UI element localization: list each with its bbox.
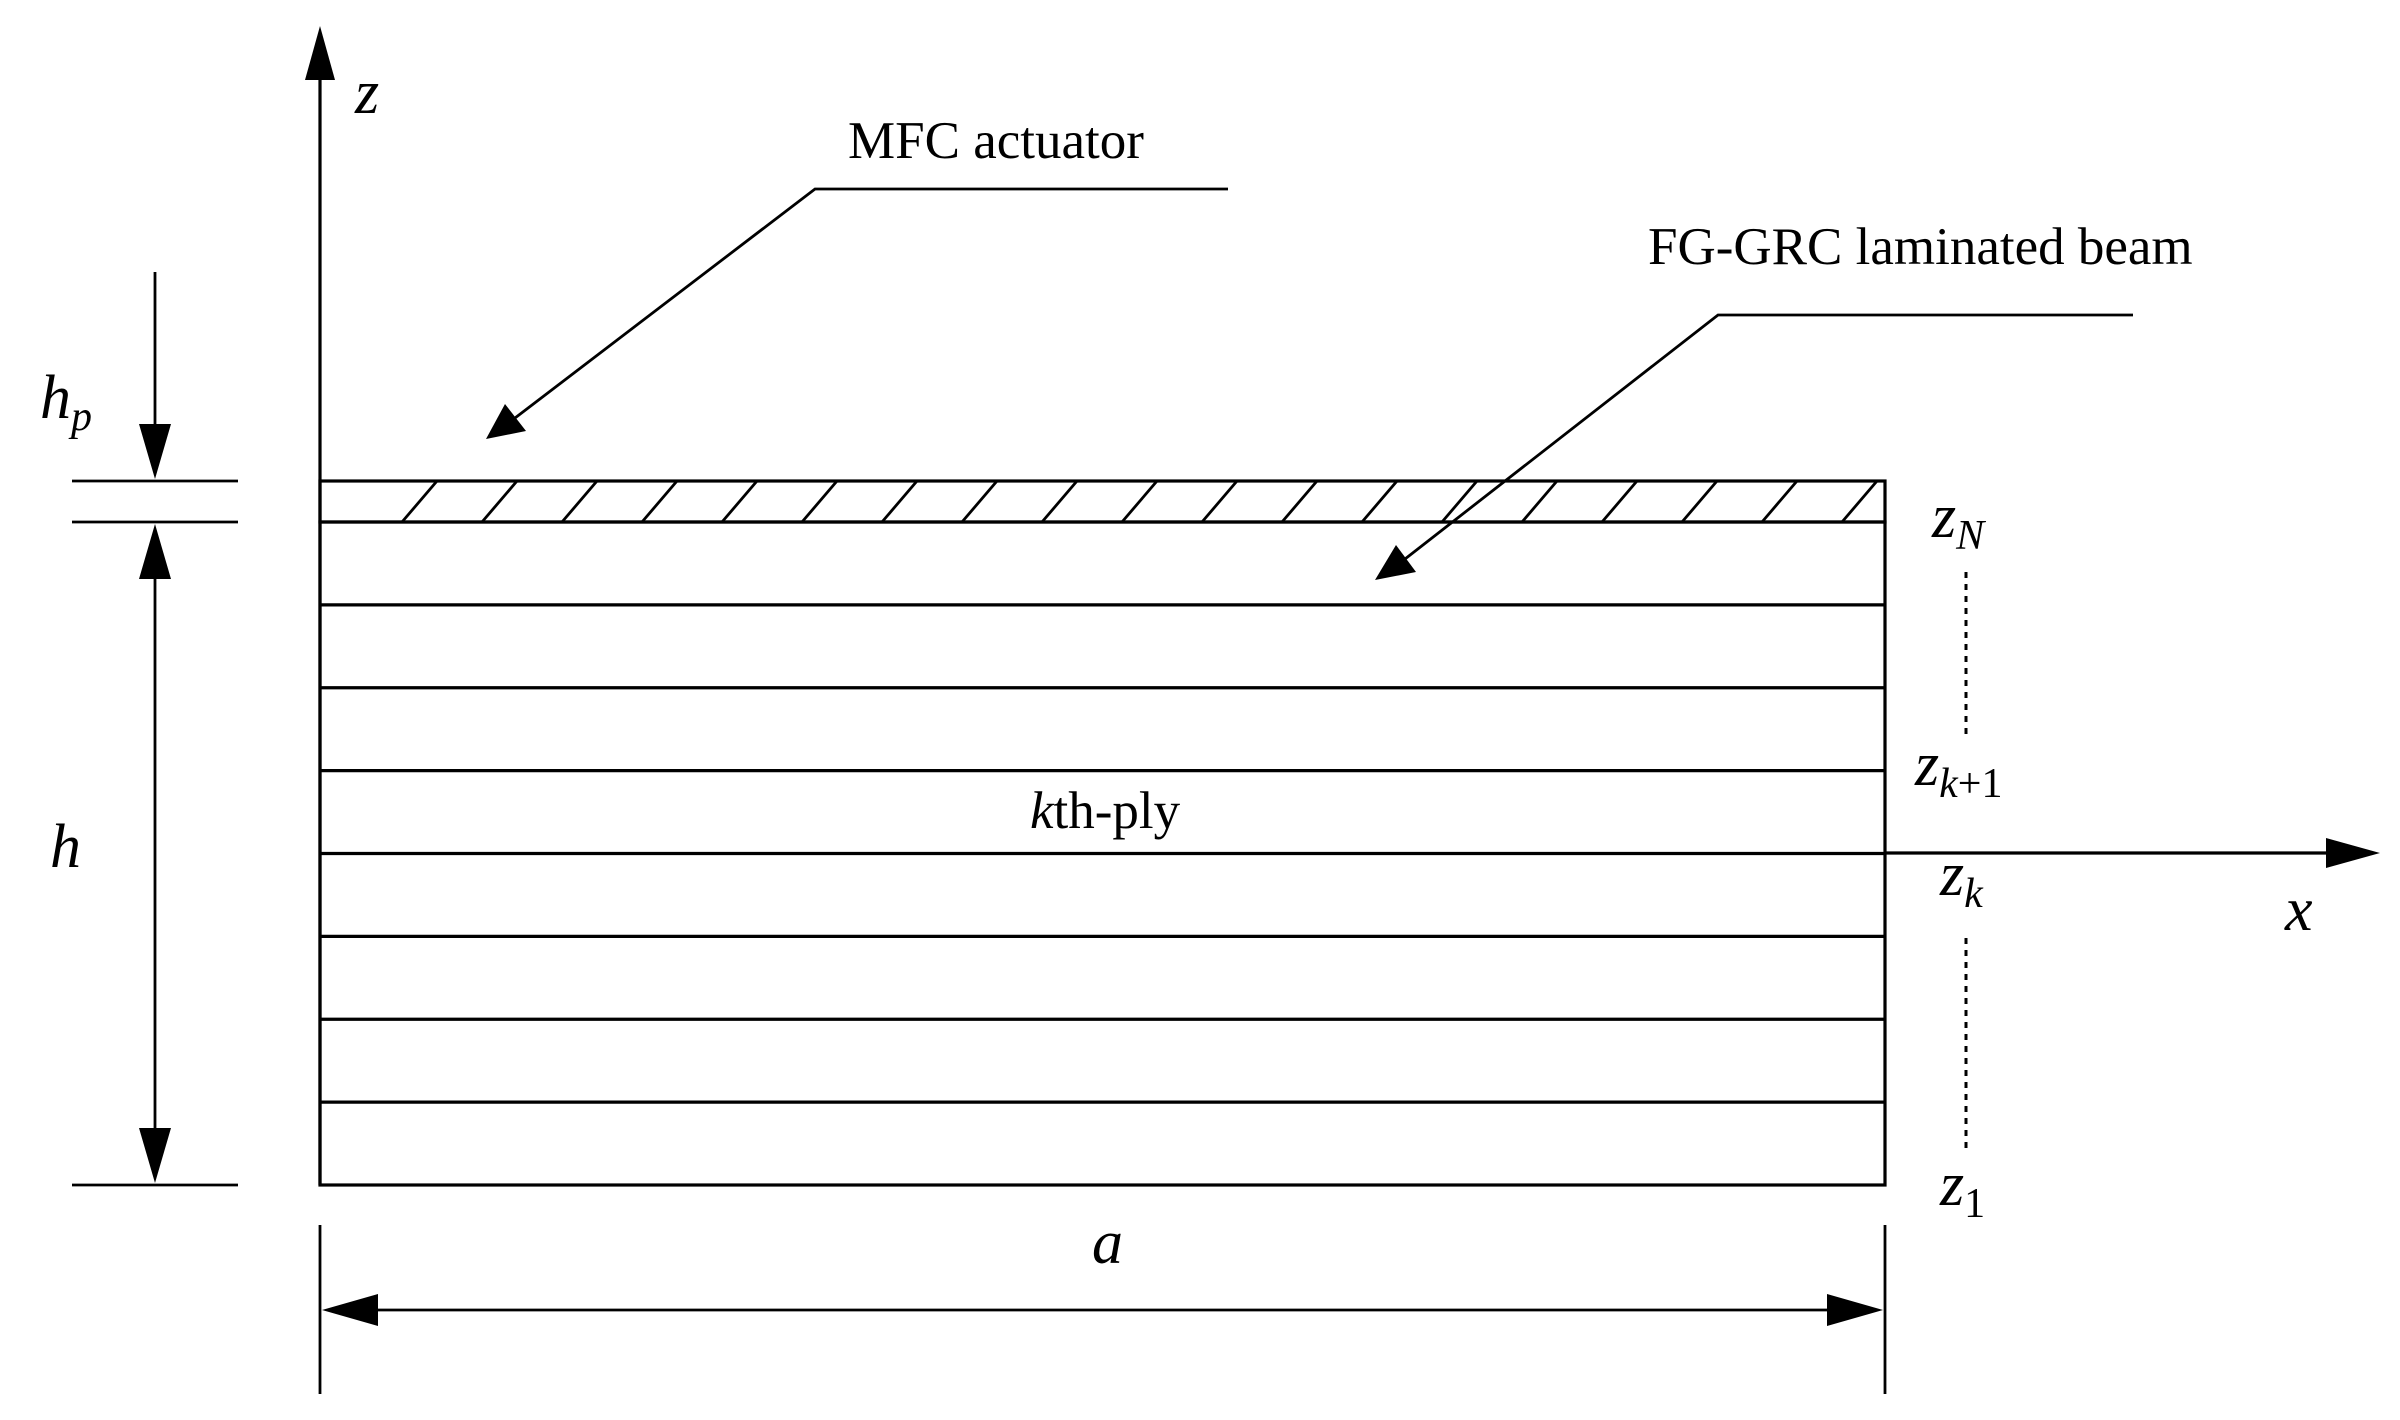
z1-label: z1 <box>1939 1151 1985 1227</box>
beam-callout: FG-GRC laminated beam <box>1375 218 2193 580</box>
hp-label: hp <box>40 364 92 440</box>
hatch-line <box>800 480 839 523</box>
mfc-leader-arrowhead <box>486 404 526 439</box>
a-label: a <box>1092 1209 1123 1277</box>
hatch-line <box>560 480 599 523</box>
hatch-line <box>1360 480 1399 523</box>
length-dimension: a <box>318 1209 1887 1394</box>
hatch-line <box>1840 480 1879 523</box>
h-label: h <box>50 813 81 881</box>
thickness-dimensions: hp h <box>40 272 238 1187</box>
hatch-line <box>400 480 439 523</box>
mfc-actuator-label: MFC actuator <box>848 112 1144 170</box>
zk1-label: zk+1 <box>1914 731 2002 807</box>
hatch-line <box>960 480 999 523</box>
a-right-arrowhead <box>1827 1294 1883 1326</box>
hatch-line <box>880 480 919 523</box>
hatch-line <box>1760 480 1799 523</box>
h-top-arrowhead <box>139 524 171 579</box>
ply-boundaries <box>320 603 1885 1104</box>
hatch-line <box>1120 480 1159 523</box>
hp-arrowhead <box>139 424 171 479</box>
hatch-line <box>1600 480 1639 523</box>
hatch-line <box>1280 480 1319 523</box>
beam-leader-arrowhead <box>1375 545 1416 580</box>
hatch-line <box>1040 480 1079 523</box>
actuator-hatching <box>400 480 1879 523</box>
hatch-line <box>1680 480 1719 523</box>
hatch-line <box>640 480 679 523</box>
hatch-line <box>720 480 759 523</box>
zk-label: zk <box>1939 841 1984 917</box>
ply-coordinates: zN zk+1 zk z1 <box>1914 483 2002 1227</box>
a-left-arrowhead <box>322 1294 378 1326</box>
mfc-actuator-layer <box>318 479 1887 524</box>
h-bottom-arrowhead <box>139 1128 171 1183</box>
hatch-line <box>480 480 519 523</box>
hatch-line <box>1440 480 1479 523</box>
x-axis-label: x <box>2284 876 2313 944</box>
zN-label: zN <box>1931 483 1986 559</box>
hatch-line <box>1520 480 1559 523</box>
beam-label: FG-GRC laminated beam <box>1648 218 2193 276</box>
x-axis: x <box>1885 838 2380 944</box>
kth-ply-label: kth-ply <box>1030 782 1181 840</box>
laminated-beam <box>318 520 1887 1187</box>
z-axis-label: z <box>354 59 379 127</box>
hatch-line <box>1200 480 1239 523</box>
z-axis-arrowhead <box>305 26 335 80</box>
x-axis-arrowhead <box>2326 838 2380 868</box>
mfc-actuator-callout: MFC actuator <box>486 112 1228 439</box>
